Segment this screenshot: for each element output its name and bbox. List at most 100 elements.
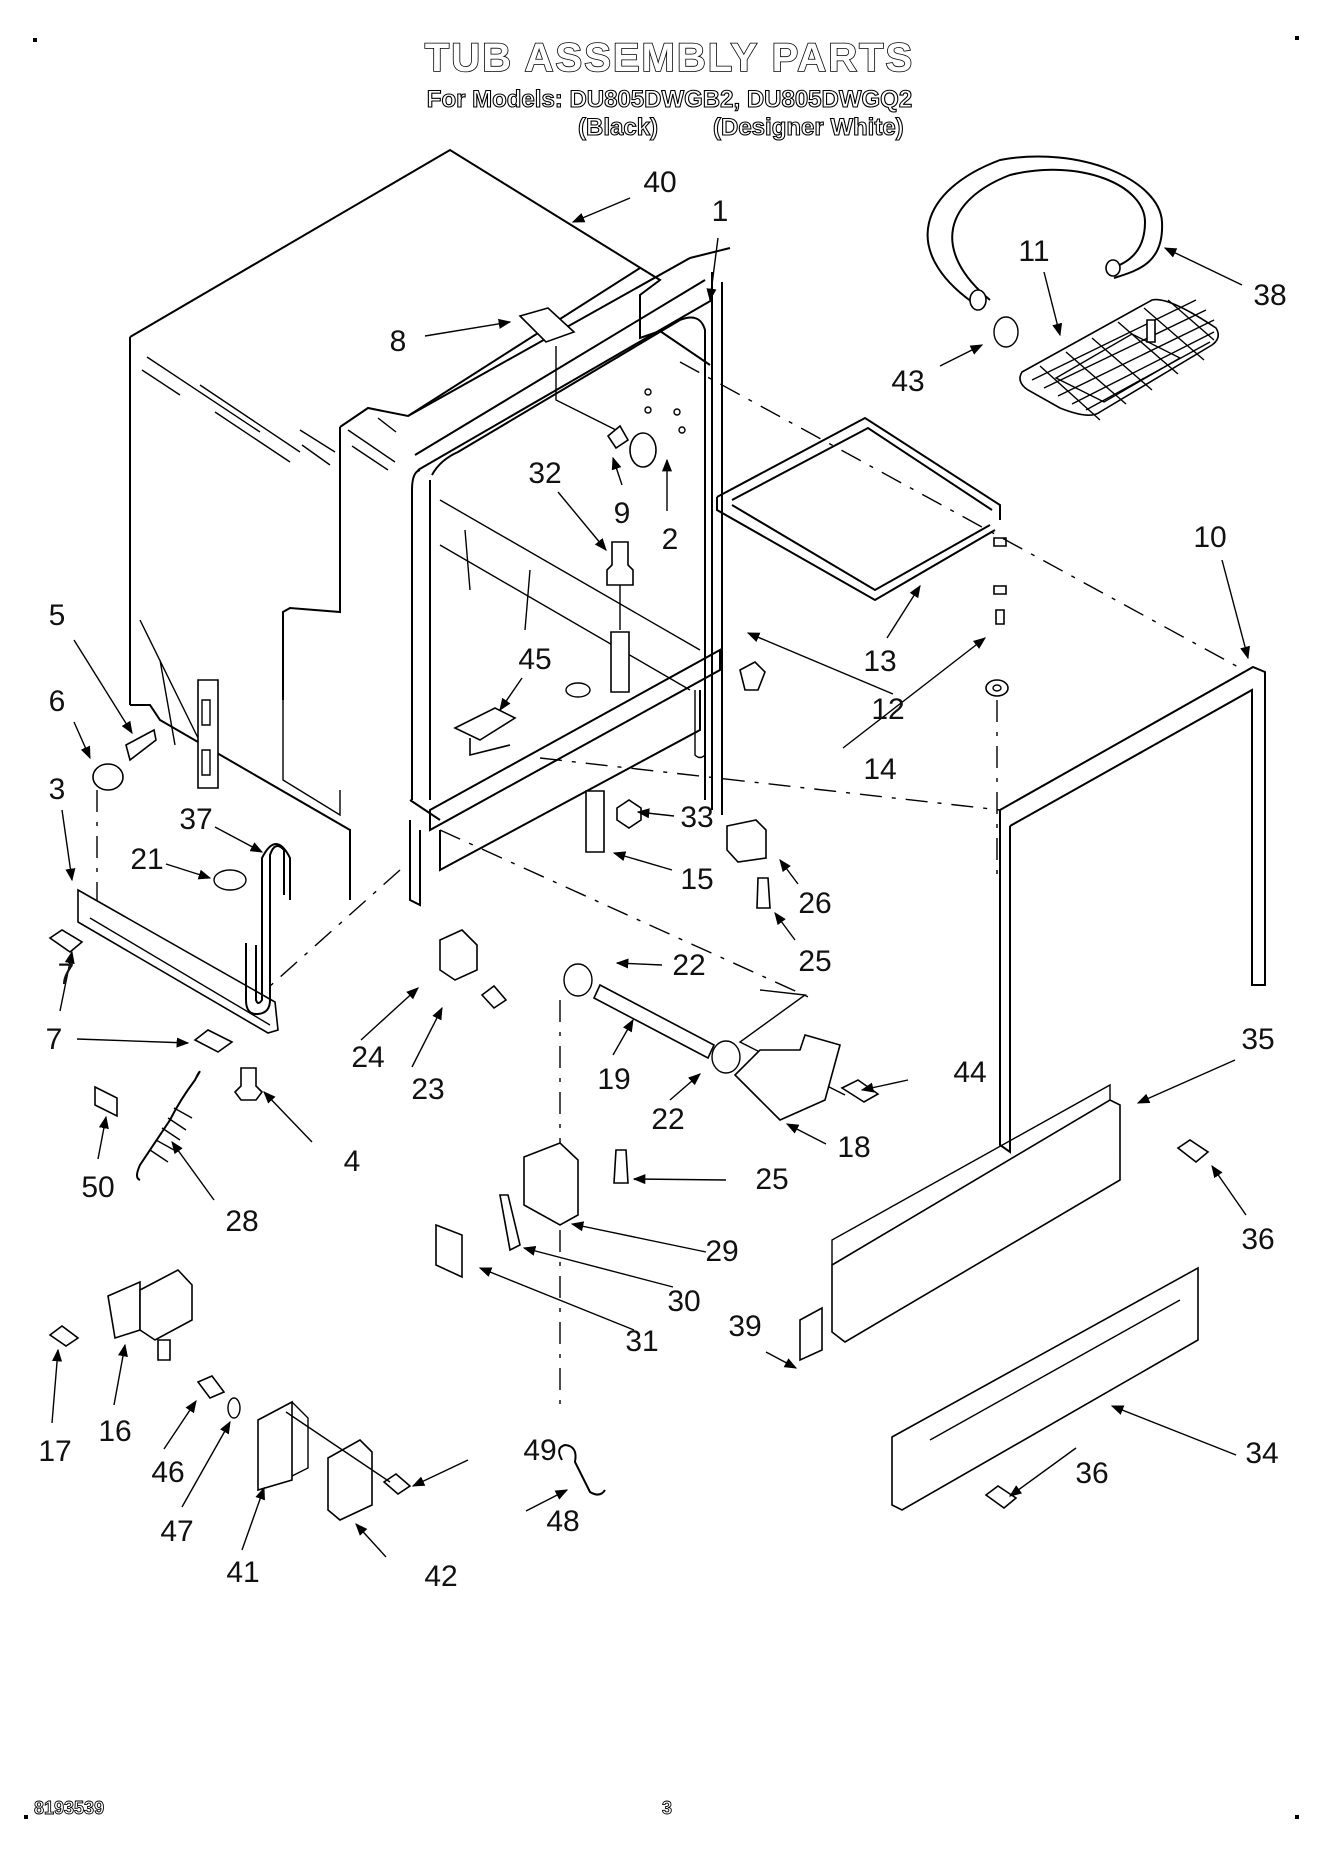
leader-arrows <box>52 198 1250 1557</box>
callout-30: 30 <box>667 1285 701 1318</box>
color-black-label: (Black) <box>577 113 659 141</box>
part-34-kick-plate <box>892 1268 1198 1510</box>
part-3-bracket <box>78 890 278 1033</box>
callout-46: 46 <box>151 1456 185 1489</box>
callout-6: 6 <box>48 685 66 718</box>
tub-body <box>130 150 730 905</box>
callout-37: 37 <box>179 803 213 836</box>
callout-40: 40 <box>643 166 677 199</box>
callout-41: 41 <box>226 1556 260 1589</box>
callout-49: 49 <box>523 1434 557 1467</box>
callout-1: 1 <box>711 195 729 228</box>
callout-21: 21 <box>130 843 164 876</box>
callout-17: 17 <box>38 1435 72 1468</box>
callout-19: 19 <box>597 1063 631 1096</box>
callout-9: 9 <box>613 497 631 530</box>
part-41-bracket <box>258 1402 292 1490</box>
part-26-latch <box>727 820 766 862</box>
part-22-clamp <box>712 1041 740 1073</box>
part-25-screw <box>757 878 770 908</box>
part-30-lever <box>500 1195 520 1250</box>
callout-32: 32 <box>528 457 562 490</box>
part-48-clip <box>559 1445 605 1495</box>
part-42-cover <box>328 1440 372 1520</box>
callout-7: 7 <box>57 958 75 991</box>
part-37-tube <box>246 846 284 1014</box>
callout-25: 25 <box>755 1163 789 1196</box>
callout-44: 44 <box>953 1056 987 1089</box>
callout-2: 2 <box>661 523 679 556</box>
corner-mark <box>1295 36 1299 40</box>
callout-11: 11 <box>1018 235 1050 268</box>
page-title: TUB ASSEMBLY PARTS <box>424 35 915 81</box>
part-23-screw <box>482 986 506 1008</box>
callout-28: 28 <box>225 1205 259 1238</box>
part-11-filter <box>1020 300 1218 420</box>
callout-39: 39 <box>728 1310 762 1343</box>
callout-36: 36 <box>1241 1223 1275 1256</box>
callout-47: 47 <box>160 1515 194 1548</box>
part-47-washer <box>228 1398 240 1418</box>
corner-mark <box>1295 1815 1299 1819</box>
callout-8: 8 <box>389 325 407 358</box>
part-10-rail <box>1000 667 1265 985</box>
callout-48: 48 <box>546 1505 580 1538</box>
callout-33: 33 <box>680 801 714 834</box>
part-49-screw <box>384 1474 410 1494</box>
corner-mark <box>33 38 37 42</box>
part-46-screw <box>198 1376 224 1398</box>
callout-45: 45 <box>518 643 552 676</box>
part-8-clip <box>520 308 574 342</box>
part-45-bracket <box>455 708 515 755</box>
part-28-spring <box>137 1072 200 1180</box>
part-4-leg <box>235 1068 262 1100</box>
part-31-pad <box>436 1225 462 1277</box>
part-29-latch-bracket <box>524 1143 578 1225</box>
part-22-clamp <box>564 964 592 996</box>
part-15-spacer <box>586 791 604 852</box>
corner-mark <box>24 1815 28 1819</box>
part-32-post <box>611 632 629 692</box>
callout-38: 38 <box>1253 279 1287 312</box>
part-2-knob <box>630 433 656 467</box>
part-50-label <box>95 1087 117 1116</box>
part-9-screw <box>608 426 628 448</box>
callout-43: 43 <box>891 365 925 398</box>
callout-10: 10 <box>1193 521 1227 554</box>
part-43-clamp <box>994 317 1018 347</box>
part-25-screw <box>614 1150 628 1183</box>
part-44-screw <box>842 1080 878 1102</box>
callout-24: 24 <box>351 1041 385 1074</box>
callout-36: 36 <box>1075 1457 1109 1490</box>
callout-16: 16 <box>98 1415 132 1448</box>
callout-42: 42 <box>424 1560 458 1593</box>
callout-29: 29 <box>705 1235 739 1268</box>
document-number: 8193539 <box>34 1798 105 1819</box>
callout-18: 18 <box>837 1131 871 1164</box>
callout-7: 7 <box>45 1023 63 1056</box>
part-32-stem <box>607 542 633 585</box>
callout-50: 50 <box>81 1171 115 1204</box>
part-17-screw <box>50 1326 78 1346</box>
part-7-screw <box>50 930 82 952</box>
callout-35: 35 <box>1241 1023 1275 1056</box>
callout-26: 26 <box>798 887 832 920</box>
part-36-screw <box>1178 1140 1208 1162</box>
part-38-hose <box>928 156 1163 302</box>
part-7-screw <box>195 1030 232 1052</box>
page-number: 3 <box>662 1798 673 1819</box>
part-36-screw <box>986 1486 1016 1508</box>
part-19-hose <box>594 985 714 1058</box>
part-6-washer <box>93 764 123 790</box>
color-white-label: (Designer White) <box>712 113 904 141</box>
callout-13: 13 <box>863 645 897 678</box>
callout-15: 15 <box>680 863 714 896</box>
part-39-clip <box>800 1308 822 1360</box>
part-13-frame <box>717 418 1000 600</box>
callout-31: 31 <box>625 1325 659 1358</box>
part-21-clamp <box>214 870 246 890</box>
part-5-screw <box>126 730 156 760</box>
callout-14: 14 <box>863 753 897 786</box>
